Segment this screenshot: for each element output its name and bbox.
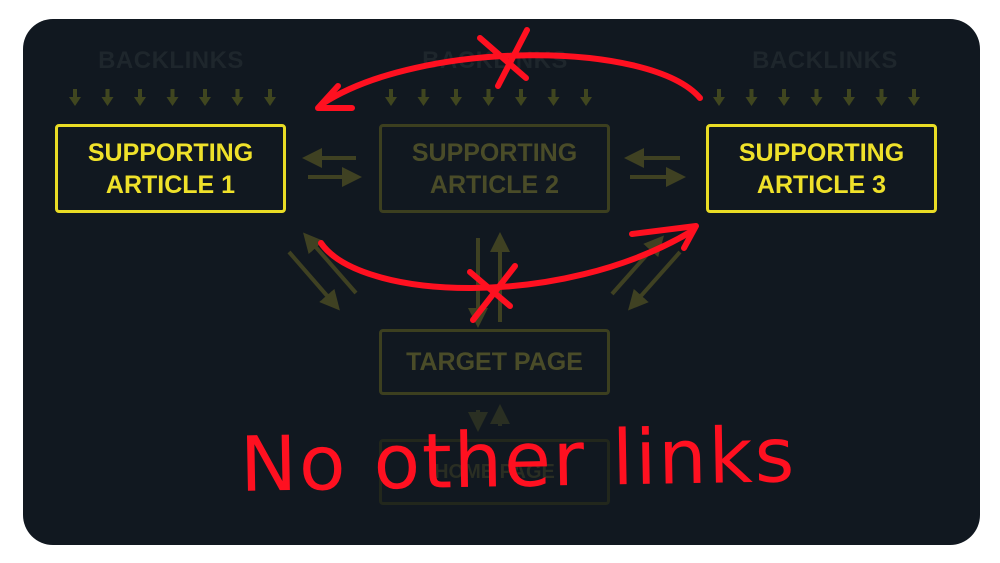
backlink-arrow-head (515, 97, 527, 106)
backlink-arrow-shaft (170, 89, 175, 98)
link-arrows-1-2 (302, 148, 362, 187)
supporting-article-2-line1: SUPPORTING (411, 138, 578, 167)
backlink-arrow-head (199, 97, 211, 106)
backlink-arrow-shaft (421, 89, 426, 98)
backlink-arrow-head (580, 97, 592, 106)
supporting-article-2-node: SUPPORTING ARTICLE 2 (379, 124, 610, 213)
backlink-arrow-shaft (814, 89, 819, 98)
backlink-arrow-shaft (551, 89, 556, 98)
backlink-arrow-head (908, 97, 920, 106)
no-other-links-annotation: No other links (239, 410, 797, 509)
backlink-arrow-head (385, 97, 397, 106)
backlink-arrow-head (778, 97, 790, 106)
backlink-arrow-shaft (105, 89, 110, 98)
supporting-article-2-line2: ARTICLE 2 (429, 170, 560, 199)
backlink-arrow-shaft (73, 89, 77, 98)
backlink-arrow-head (69, 97, 81, 106)
backlink-arrow-head (810, 97, 823, 106)
backlink-arrow-head (547, 97, 560, 106)
red-cross-top (477, 27, 530, 89)
red-cross-bottom (467, 263, 518, 323)
backlink-arrow-shaft (584, 89, 588, 98)
backlinks-label-3: BACKLINKS (752, 47, 898, 74)
backlink-arrow-head (264, 97, 276, 106)
target-page-node: TARGET PAGE (379, 329, 610, 395)
backlink-arrow-shaft (138, 89, 142, 98)
backlinks-arrows-2 (385, 89, 592, 106)
backlink-arrow-head (231, 97, 244, 106)
backlink-arrow-head (482, 97, 495, 106)
home-page-label: HOME PAGE (434, 461, 555, 483)
backlink-arrow-head (450, 97, 462, 106)
backlinks-arrows-3 (713, 89, 920, 106)
supporting-article-3-line2: ARTICLE 3 (756, 170, 887, 199)
home-page-node: HOME PAGE (379, 439, 610, 505)
backlink-arrow-shaft (519, 89, 523, 98)
supporting-article-1-line2: ARTICLE 1 (105, 170, 236, 199)
backlink-arrow-head (417, 97, 430, 106)
link-arrows-3-target (610, 235, 682, 311)
target-page-label: TARGET PAGE (406, 348, 583, 376)
backlink-arrow-shaft (454, 89, 458, 98)
backlink-arrow-head (745, 97, 758, 106)
backlink-arrow-shaft (486, 89, 491, 98)
link-arrows-target-home (468, 404, 510, 432)
backlink-arrow-shaft (912, 89, 916, 98)
diagram-panel: BACKLINKS BACKLINKS BACKLINKS SUPPORTING… (23, 19, 980, 545)
backlink-arrow-head (166, 97, 179, 106)
red-top-arc-arrow (315, 52, 703, 111)
backlink-arrow-shaft (389, 89, 393, 98)
backlink-arrow-head (713, 97, 725, 106)
supporting-article-1-line1: SUPPORTING (87, 138, 254, 167)
supporting-article-1-node: SUPPORTING ARTICLE 1 (55, 124, 286, 213)
backlinks-arrows-1 (69, 89, 276, 106)
link-arrows-1-target (287, 232, 358, 311)
supporting-article-3-node: SUPPORTING ARTICLE 3 (706, 124, 937, 213)
link-arrows-2-3 (624, 148, 686, 187)
backlink-arrow-shaft (847, 89, 851, 98)
backlink-arrow-shaft (203, 89, 207, 98)
backlink-arrow-shaft (268, 89, 272, 98)
backlink-arrow-head (101, 97, 114, 106)
backlink-arrow-head (843, 97, 855, 106)
supporting-article-3-line1: SUPPORTING (738, 138, 905, 167)
backlink-arrow-shaft (749, 89, 754, 98)
backlink-arrow-shaft (782, 89, 786, 98)
backlink-arrow-shaft (879, 89, 884, 98)
backlink-arrow-head (134, 97, 146, 106)
backlinks-label-1: BACKLINKS (98, 47, 244, 74)
backlink-arrow-shaft (235, 89, 240, 98)
backlink-arrow-head (875, 97, 888, 106)
red-bottom-arc-arrow (318, 223, 699, 291)
backlink-arrow-shaft (717, 89, 721, 98)
